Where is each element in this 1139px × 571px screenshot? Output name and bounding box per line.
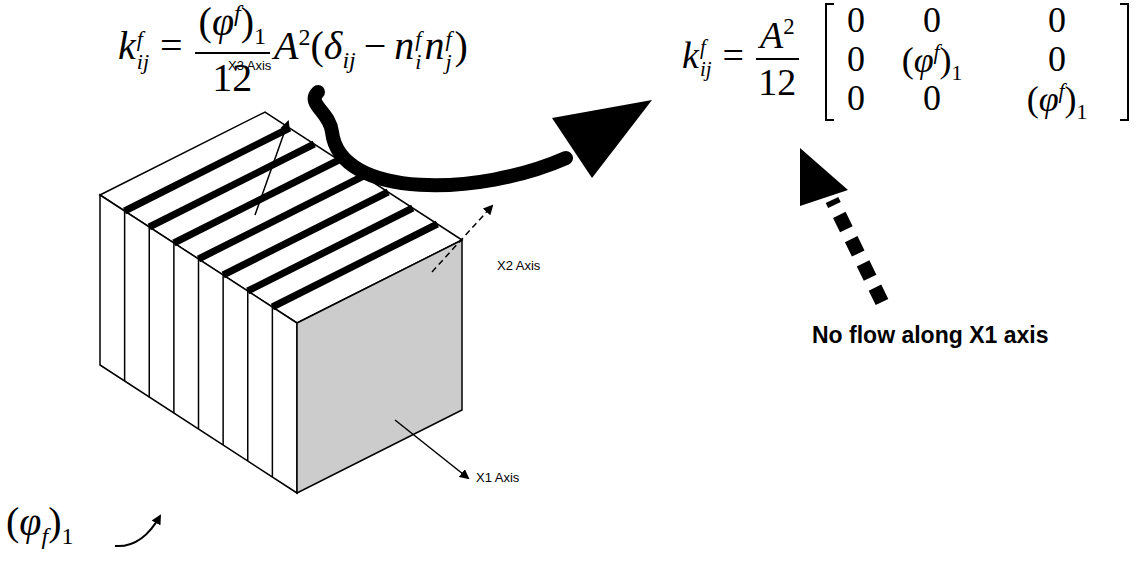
equation-term: ( bbox=[310, 23, 323, 68]
matrix-entry: 0 bbox=[1048, 39, 1066, 79]
matrix-entry: 1 bbox=[952, 61, 963, 85]
block-front-face bbox=[100, 195, 297, 493]
permeability-matrix: 000 0(φf)10 00(φf)1 bbox=[835, 2, 1127, 119]
fracture-trace bbox=[149, 227, 151, 397]
matrix-entry: 0 bbox=[923, 78, 941, 118]
curved-arrow bbox=[315, 92, 566, 185]
matrix-entry: ) bbox=[1065, 79, 1077, 119]
equation-term: f bbox=[137, 27, 149, 50]
equation-term: − bbox=[364, 23, 387, 68]
fracture-trace bbox=[247, 291, 249, 461]
equation-term: ( bbox=[199, 0, 212, 44]
dashed-arrow-head bbox=[800, 148, 848, 206]
equation-term: = bbox=[722, 34, 743, 76]
axis-label-holder: X1 Axis bbox=[476, 470, 519, 485]
equation-term: ij bbox=[342, 47, 355, 73]
equation-term: 1 bbox=[254, 23, 266, 49]
x1-axis-arrow bbox=[395, 420, 468, 478]
equation-term: ij bbox=[700, 59, 712, 81]
fracture-trace bbox=[222, 275, 224, 445]
matrix-entry: ) bbox=[940, 40, 952, 80]
matrix-bracket bbox=[826, 4, 834, 120]
equation-term: i bbox=[415, 50, 421, 73]
equation-term: ) bbox=[241, 0, 254, 44]
matrix-entry: 0 bbox=[847, 0, 865, 40]
x3-axis-arrow bbox=[255, 122, 288, 215]
matrix-entry: φ bbox=[914, 40, 934, 80]
equation-term: δ bbox=[324, 23, 343, 68]
fracture-trace bbox=[198, 259, 200, 429]
matrix-equation: kfij = A2 12 bbox=[682, 14, 803, 104]
note-holder: No flow along X1 axis bbox=[812, 322, 1048, 349]
axis-label: X1 Axis bbox=[476, 470, 519, 485]
matrix-entry: 0 bbox=[923, 0, 941, 40]
equation-term: ) bbox=[455, 23, 468, 68]
axis-label-holder: X3 Axis bbox=[228, 58, 271, 73]
axis-label: X2 Axis bbox=[497, 258, 540, 273]
axis-label: X3 Axis bbox=[228, 58, 271, 73]
equation-term: n bbox=[394, 23, 414, 68]
block-end-face bbox=[297, 240, 462, 493]
fracture-trace bbox=[173, 243, 175, 413]
matrix-entry: φ bbox=[1039, 79, 1059, 119]
fracture-porosity-label: (φf)1 bbox=[6, 500, 73, 549]
matrix-entry: f bbox=[1059, 79, 1065, 103]
dashed-arrow bbox=[832, 200, 882, 302]
permeability-equation: kfij=(φf)112A2(δij−nfinfj) bbox=[118, 0, 468, 100]
x2-axis-arrow bbox=[432, 206, 492, 272]
symbol-label: 1 bbox=[61, 523, 73, 549]
matrix-entry: f bbox=[934, 40, 940, 64]
equation-term: k bbox=[118, 23, 136, 68]
equation-term: 2 bbox=[298, 24, 310, 50]
equation-term: f bbox=[415, 27, 421, 50]
symbol-label: f bbox=[41, 523, 48, 549]
equation-term: f bbox=[234, 0, 241, 26]
equation-term: f bbox=[700, 37, 712, 59]
fracture-trace bbox=[272, 307, 274, 477]
equation-term: = bbox=[160, 23, 183, 68]
equation-term: φ bbox=[212, 0, 234, 44]
matrix-entry: ( bbox=[902, 40, 914, 80]
fracture-trace bbox=[124, 211, 126, 381]
equation-term: f bbox=[445, 27, 451, 50]
matrix-entry: 1 bbox=[1077, 100, 1088, 124]
symbol-label: ) bbox=[48, 499, 61, 544]
equation-term: A bbox=[274, 23, 298, 68]
equation-term: j bbox=[445, 50, 451, 73]
matrix-entry: 0 bbox=[1048, 0, 1066, 40]
symbol-label: ( bbox=[6, 499, 19, 544]
equation-term: k bbox=[682, 34, 699, 76]
curved-arrow-head bbox=[552, 100, 652, 178]
matrix-entry: ( bbox=[1027, 79, 1039, 119]
equation-term: 2 bbox=[783, 14, 794, 39]
fracture-stripe bbox=[272, 224, 437, 307]
note-text: No flow along X1 axis bbox=[812, 322, 1048, 348]
equation-term: 12 bbox=[758, 61, 796, 103]
leader-line bbox=[115, 516, 160, 546]
matrix-entry: 0 bbox=[847, 78, 865, 118]
matrix-entry: 0 bbox=[847, 39, 865, 79]
axis-label-holder: X2 Axis bbox=[497, 258, 540, 273]
symbol-label: φ bbox=[19, 499, 41, 544]
equation-term: ij bbox=[137, 50, 149, 73]
equation-term: n bbox=[424, 23, 444, 68]
matrix-bracket bbox=[1120, 4, 1128, 120]
equation-term: A bbox=[760, 14, 783, 56]
